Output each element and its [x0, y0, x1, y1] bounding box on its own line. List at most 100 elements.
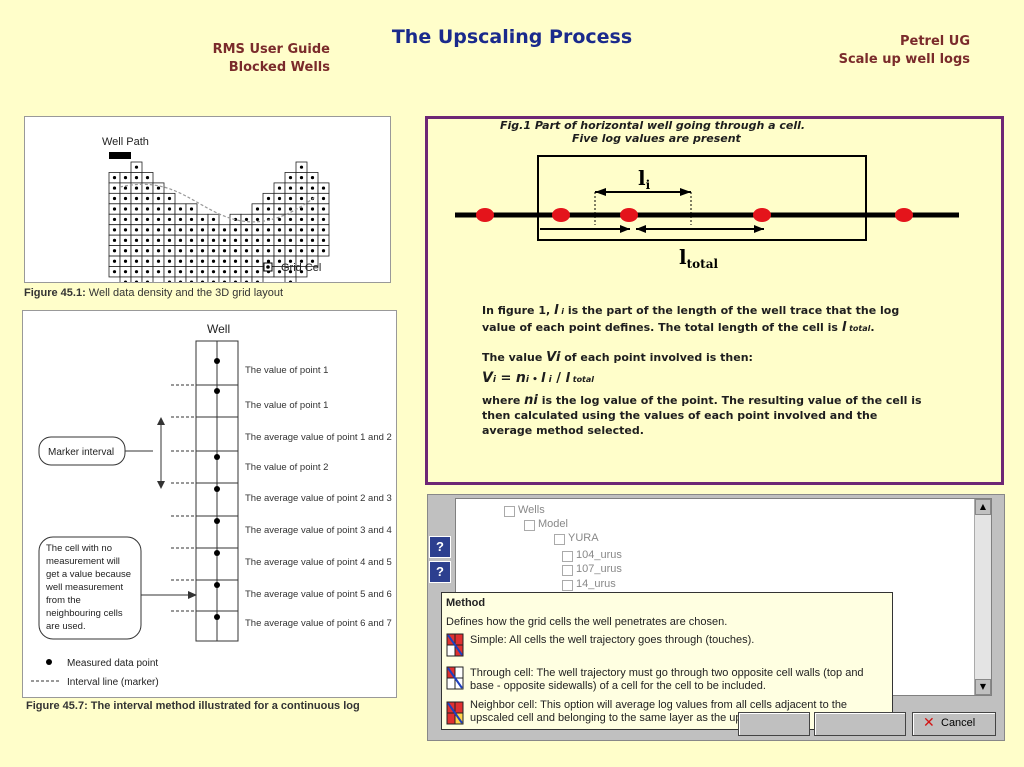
- grid-point: [167, 217, 172, 222]
- grid-point: [299, 186, 304, 190]
- grid-point: [299, 207, 304, 211]
- well-cell-diagram: li ltotal: [455, 155, 959, 271]
- tree-checkbox[interactable]: [524, 520, 535, 531]
- measured-point: [214, 486, 220, 492]
- grid-point: [255, 217, 260, 222]
- grid-diagram: Well Path Grid Cel: [102, 136, 330, 282]
- grid-point: [167, 249, 172, 253]
- tree-checkbox[interactable]: [504, 506, 515, 517]
- grid-point: [112, 259, 117, 263]
- tree-item[interactable]: Model: [538, 518, 568, 530]
- row-label: The average value of point 4 and 5: [245, 557, 392, 568]
- para1-line2: value of each point defines. The total l…: [482, 320, 875, 335]
- tree-checkbox[interactable]: [562, 551, 573, 562]
- measured-point: [214, 454, 220, 460]
- option-simple: Simple: All cells the well trajectory go…: [470, 634, 755, 646]
- grid-point: [134, 280, 139, 282]
- row-label: The average value of point 1 and 2: [245, 432, 392, 443]
- grid-point: [277, 270, 282, 274]
- grid-point: [211, 228, 216, 232]
- scroll-up-icon[interactable]: ▲: [975, 499, 991, 515]
- grid-cell: [229, 276, 242, 282]
- grid-point: [321, 249, 326, 253]
- method-tooltip: Method Defines how the grid cells the we…: [441, 592, 893, 730]
- row-label: The value of point 1: [245, 400, 328, 411]
- grid-point: [288, 207, 293, 211]
- legend-interval-label: Interval line (marker): [67, 677, 159, 688]
- grid-point: [112, 196, 117, 201]
- ok-button[interactable]: [738, 712, 810, 736]
- grid-point: [134, 249, 139, 253]
- right-source-title: Petrel UG: [900, 34, 970, 49]
- grid-point: [255, 259, 260, 263]
- ltotal-label: ltotal: [679, 245, 718, 271]
- row-label: The value of point 2: [245, 462, 328, 473]
- grid-point: [145, 249, 150, 253]
- grid-point: [156, 238, 161, 242]
- apply-button[interactable]: [814, 712, 906, 736]
- grid-point: [200, 280, 205, 282]
- grid-cell: [163, 276, 176, 282]
- li-label: li: [638, 166, 651, 192]
- grid-point: [145, 238, 150, 242]
- tree-item[interactable]: 14_urus: [576, 578, 616, 590]
- no-measurement-line: well measurement: [45, 582, 123, 593]
- grid-point: [123, 238, 128, 242]
- grid-point: [112, 176, 117, 180]
- option-neighbor-line2: upscaled cell and belonging to the same …: [470, 712, 796, 724]
- grid-point: [200, 259, 205, 263]
- measured-point: [214, 388, 220, 394]
- measured-point: [214, 550, 220, 556]
- help-button-2[interactable]: ?: [429, 561, 451, 583]
- scroll-down-icon[interactable]: ▼: [975, 679, 991, 695]
- grid-point: [156, 186, 161, 190]
- grid-point: [167, 270, 172, 274]
- tree-checkbox[interactable]: [562, 565, 573, 576]
- grid-cell: [196, 276, 209, 282]
- figure-1-panel: Fig.1 Part of horizontal well going thro…: [425, 116, 1004, 485]
- para2: The value Vi of each point involved is t…: [482, 350, 753, 365]
- grid-point: [178, 238, 183, 242]
- log-point: [753, 208, 771, 222]
- measured-point: [214, 518, 220, 524]
- tree-checkbox[interactable]: [554, 534, 565, 545]
- no-measurement-line: The cell with no: [46, 543, 112, 554]
- no-measurement-line: are used.: [46, 621, 86, 632]
- tree-item[interactable]: 104_urus: [576, 549, 622, 561]
- grid-point: [200, 238, 205, 242]
- grid-point: [222, 249, 227, 253]
- tree-item[interactable]: Wells: [518, 504, 545, 516]
- grid-point: [112, 217, 117, 222]
- tree-item[interactable]: YURA: [568, 532, 599, 544]
- grid-point: [145, 196, 150, 201]
- tree-item[interactable]: 107_urus: [576, 563, 622, 575]
- grid-point: [222, 280, 227, 282]
- grid-point: [288, 259, 293, 263]
- cancel-button[interactable]: ✕ Cancel: [912, 712, 996, 736]
- grid-point: [321, 228, 326, 232]
- grid-point: [244, 259, 249, 263]
- help-button-1[interactable]: ?: [429, 536, 451, 558]
- grid-point: [189, 228, 194, 232]
- row-label: The average value of point 3 and 4: [245, 525, 392, 536]
- tooltip-title: Method: [446, 597, 486, 609]
- option-through-line1: Through cell: The well trajectory must g…: [470, 667, 864, 679]
- grid-point: [266, 249, 271, 253]
- tree-scrollbar[interactable]: ▲ ▼: [974, 499, 991, 695]
- grid-point: [233, 217, 238, 222]
- grid-point: [134, 217, 139, 222]
- grid-point: [233, 280, 238, 282]
- grid-point: [288, 176, 293, 180]
- tree-checkbox[interactable]: [562, 580, 573, 591]
- caption-bold: Figure 45.1:: [24, 287, 86, 299]
- para3-line3: average method selected.: [482, 424, 644, 437]
- figure-1-caption-line2: Five log values are present: [572, 132, 741, 145]
- grid-point: [200, 217, 205, 222]
- grid-point: [211, 280, 216, 282]
- figure-45-7-caption: Figure 45.7: The interval method illustr…: [26, 700, 360, 712]
- grid-point: [123, 228, 128, 232]
- grid-point: [112, 228, 117, 232]
- grid-point: [299, 270, 304, 274]
- grid-point: [321, 217, 326, 222]
- grid-cell-legend-dot: [266, 265, 270, 269]
